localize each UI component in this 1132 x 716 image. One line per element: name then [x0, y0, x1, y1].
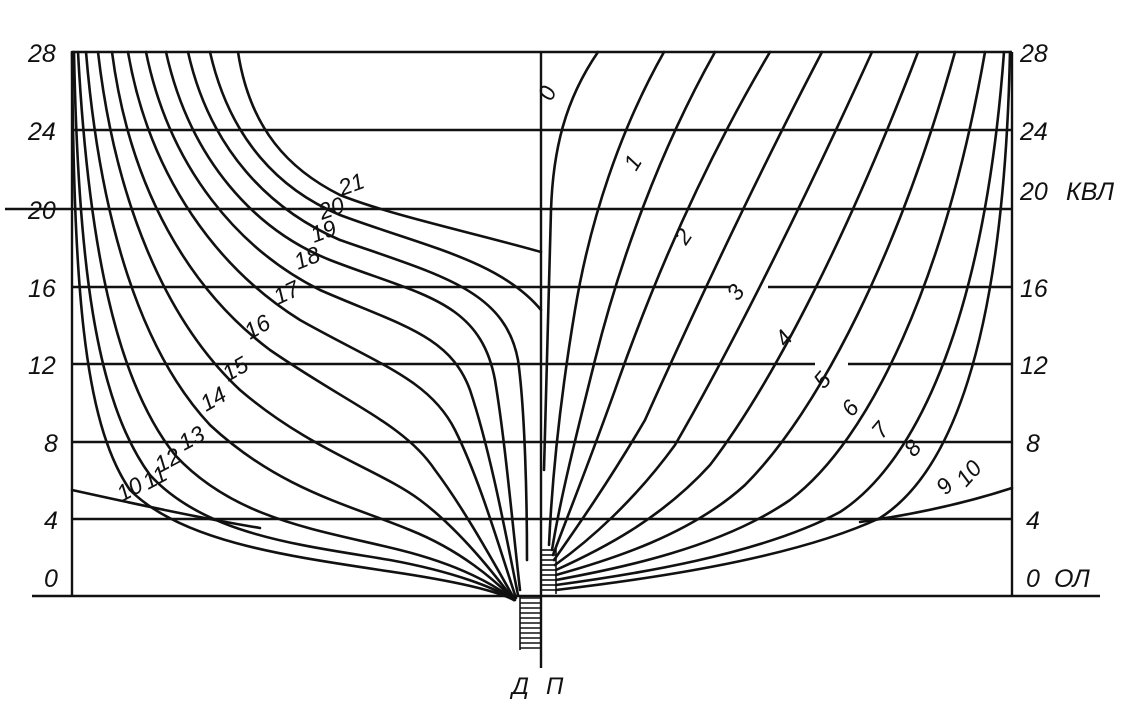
fore-section-label-3: 3: [721, 279, 750, 305]
section-13-curve: [84, 50, 516, 602]
wl-label-right-4: 4: [1026, 507, 1040, 535]
section-19-curve: [186, 50, 529, 562]
section-6-curve: [554, 50, 920, 572]
section-14-curve: [96, 50, 516, 602]
aft-section-curves: [70, 50, 543, 602]
section-1-curve: [547, 50, 666, 547]
left-waterline-labels: 28 24 20 16 12 8 4 0: [27, 40, 58, 593]
wl-label-left-28: 28: [27, 40, 56, 68]
aft-section-label-16: 16: [240, 309, 275, 344]
section-11-curve: [72, 50, 516, 602]
section-16-curve: [126, 50, 518, 600]
section-20-curve: [208, 50, 543, 312]
centerline-label-p: П: [546, 673, 564, 700]
section-10-curve: [70, 50, 516, 602]
wl-label-right-16: 16: [1020, 275, 1048, 303]
section-2-curve: [550, 50, 717, 552]
wl-label-left-0: 0: [44, 565, 58, 593]
cwl-label: КВЛ: [1066, 178, 1115, 206]
wl-label-left-20: 20: [27, 197, 56, 225]
keel-hatching: [519, 596, 540, 650]
section-4-curve: [552, 50, 824, 562]
wl-label-right-12: 12: [1020, 352, 1048, 380]
centerline-label-d: Д: [509, 673, 529, 700]
wl-label-right-28: 28: [1019, 40, 1048, 68]
section-12-curve: [76, 50, 516, 602]
section-17-curve: [144, 50, 520, 597]
section-21-curve: [236, 50, 543, 254]
wl-label-left-8: 8: [44, 430, 58, 458]
wl-label-right-8: 8: [1026, 430, 1040, 458]
fore-section-label-5: 5: [808, 367, 836, 394]
section-9-curve: [554, 50, 1006, 587]
right-waterline-labels: 28 24 20 КВЛ 16 12 8 4 0 ОЛ: [1019, 40, 1115, 593]
wl-label-left-16: 16: [28, 275, 56, 303]
fore-section-label-0: 0: [533, 82, 562, 104]
wl-label-right-20: 20: [1019, 178, 1048, 206]
baseline-label: ОЛ: [1054, 565, 1091, 593]
aft-section-label-13: 13: [174, 420, 209, 455]
fore-section-labels: 0 1 2 3 4 5 6 7 8 9 10: [533, 82, 987, 499]
aft-section-label-15: 15: [218, 351, 253, 386]
section-5-curve: [553, 50, 874, 567]
wl-label-right-24: 24: [1019, 118, 1048, 146]
section-7-curve: [554, 50, 957, 577]
fore-section-label-10: 10: [950, 455, 987, 492]
section-10-bottom-line: [70, 488, 262, 530]
fore-section-label-8: 8: [898, 434, 926, 461]
fore-section-label-1: 1: [618, 150, 647, 175]
fore-section-curves: [542, 50, 1014, 592]
wl-label-left-4: 4: [44, 507, 58, 535]
section-18-curve: [164, 50, 522, 592]
fore-section-label-6: 6: [836, 395, 864, 422]
section-8-curve: [554, 50, 987, 582]
aft-section-label-14: 14: [196, 381, 231, 416]
section-10f-bottom-line: [858, 486, 1014, 524]
wl-label-right-0: 0: [1026, 565, 1040, 593]
fore-section-label-7: 7: [866, 416, 895, 443]
section-15-curve: [110, 50, 517, 602]
wl-label-left-12: 12: [28, 352, 56, 380]
section-10f-curve: [554, 50, 1012, 592]
section-3-curve: [551, 50, 772, 557]
stem-hatching: [542, 548, 557, 594]
wl-label-left-24: 24: [27, 118, 56, 146]
section-0-curve: [542, 50, 600, 472]
